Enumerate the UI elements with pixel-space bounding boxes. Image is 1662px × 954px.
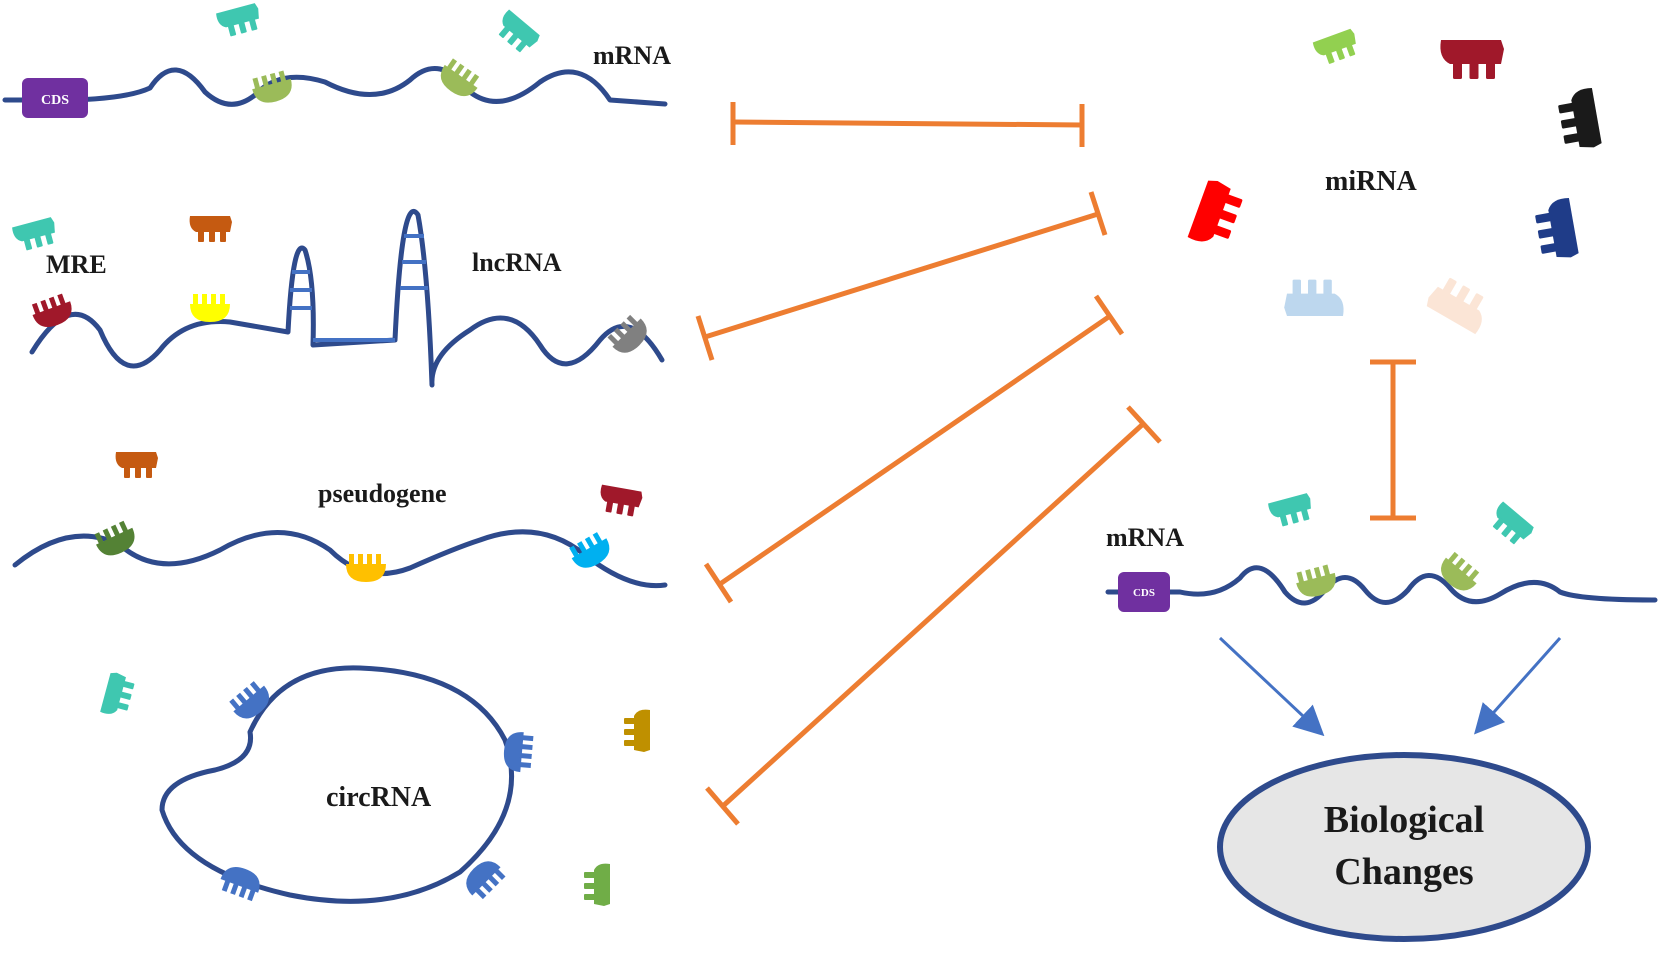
mirna-comb-icon: [1284, 279, 1344, 316]
mre-label: MRE: [46, 250, 107, 279]
circrna-loop: [159, 665, 514, 904]
mrna-top-group: CDS mRNA: [2, 2, 671, 118]
outcome-arrows: [1218, 636, 1562, 737]
inhibition-bar-icon: [705, 405, 1162, 826]
mrna-bottom-label: mRNA: [1106, 523, 1184, 552]
mirna-comb-icon: [1187, 177, 1246, 251]
mirna-comb-icon: [100, 671, 137, 719]
mirna-comb-icon: [215, 2, 264, 39]
pseudogene-group: pseudogene: [12, 452, 668, 589]
cds-label-top: CDS: [41, 93, 69, 108]
outcome-ellipse: [1217, 752, 1591, 942]
mre-binding-site-icon: [346, 554, 386, 582]
mre-binding-site-icon: [249, 69, 296, 107]
circrna-group: circRNA: [100, 665, 650, 906]
mrna-bottom-strand: [1105, 565, 1658, 606]
mre-binding-site-icon: [1293, 563, 1340, 601]
inhibition-bar-icon: [695, 191, 1108, 361]
mrna-top-label: mRNA: [593, 41, 671, 70]
mirna-comb-icon: [115, 452, 158, 478]
mre-binding-site-icon: [502, 730, 534, 773]
circrna-label: circRNA: [326, 782, 432, 813]
mirna-comb-icon: [1555, 87, 1603, 153]
lncrna-group: MRE lncRNA: [11, 208, 665, 388]
arrow-icon: [1474, 637, 1562, 735]
mre-binding-site-icon: [459, 854, 508, 903]
inhibition-bar-icon: [1370, 359, 1416, 521]
mirna-label: miRNA: [1325, 166, 1418, 197]
mirna-comb-icon: [189, 216, 232, 242]
arrow-icon: [1218, 636, 1325, 737]
mirna-comb-icon: [624, 709, 650, 752]
cds-label-bottom: CDS: [1133, 587, 1155, 599]
mirna-comb-icon: [584, 863, 610, 906]
mre-binding-site-icon: [217, 862, 265, 903]
inhibition-bar-icon: [703, 294, 1125, 604]
biological-changes: Biological Changes: [1217, 752, 1591, 942]
mirna-comb-icon: [1312, 28, 1362, 68]
mirna-comb-icon: [11, 216, 60, 253]
mirna-comb-icon: [597, 484, 644, 518]
pseudogene-label: pseudogene: [318, 479, 447, 508]
mirna-comb-icon: [1532, 197, 1580, 263]
inhibition-bar-icon: [730, 102, 1085, 147]
mrna-top-strand: [2, 65, 668, 107]
mirna-comb-icon: [492, 9, 542, 57]
mre-binding-site-icon: [29, 291, 77, 332]
mirna-comb-icon: [1267, 492, 1316, 529]
outcome-text-line1: Biological: [1324, 799, 1484, 841]
cds-box-top: CDS: [22, 78, 88, 118]
mirna-comb-icon: [1424, 273, 1494, 335]
outcome-text-line2: Changes: [1334, 851, 1473, 893]
mre-binding-site-icon: [190, 294, 230, 322]
mre-binding-site-icon: [566, 529, 616, 574]
lncrna-stem-loops: [290, 234, 428, 342]
lncrna-label: lncRNA: [472, 248, 562, 277]
mirna-comb-icon: [1440, 40, 1504, 79]
mre-binding-site-icon: [226, 677, 276, 726]
mirna-pool: miRNA: [1187, 28, 1603, 335]
cds-box-bottom: CDS: [1118, 572, 1170, 612]
inhibition-lines: [695, 102, 1416, 826]
lncrna-strand: [29, 208, 665, 388]
mre-binding-site-icon: [1434, 549, 1484, 598]
mrna-bottom-group: CDS mRNA: [1105, 492, 1658, 612]
mirna-comb-icon: [1486, 501, 1536, 549]
